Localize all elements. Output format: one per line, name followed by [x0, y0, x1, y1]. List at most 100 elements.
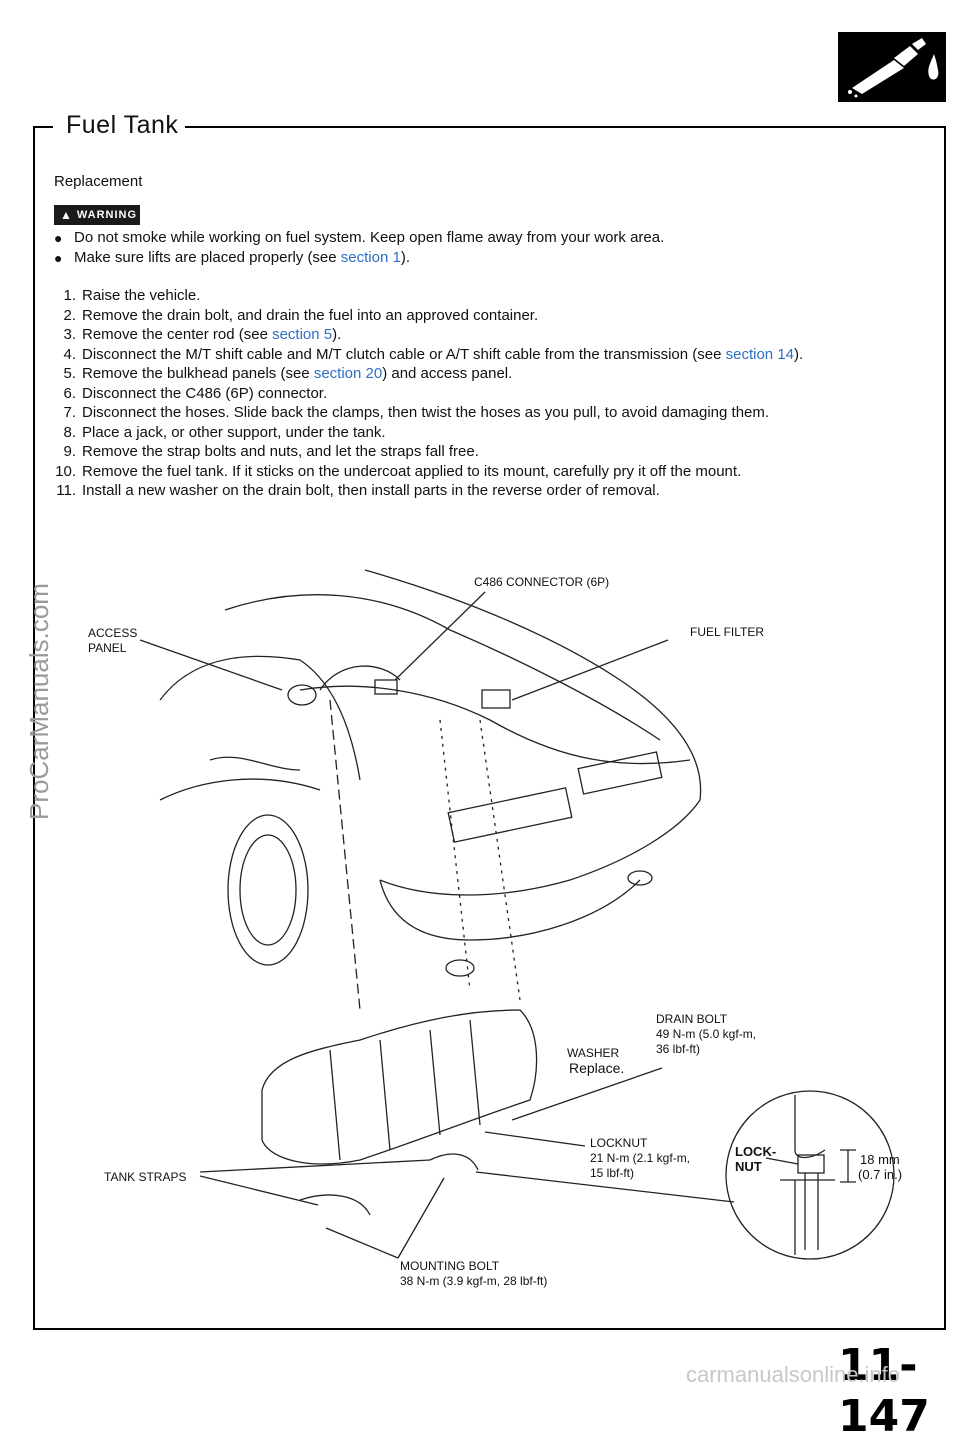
step-number: 11. — [56, 482, 76, 499]
step-text: Remove the drain bolt, and drain the fue… — [82, 306, 539, 324]
step-number: 10. — [55, 462, 76, 480]
step-number: 8. — [63, 423, 76, 441]
drain-bolt-callout-1: DRAIN BOLT — [656, 1012, 728, 1026]
tank-strap-left — [299, 1194, 371, 1216]
locknut-callout-3: 15 lbf-ft) — [590, 1166, 635, 1180]
section-5-link[interactable]: section 5 — [272, 326, 333, 343]
step-text: Disconnect the C486 (6P) connector. — [82, 384, 328, 402]
step-number: 2. — [63, 306, 76, 324]
mounting-bolt-callout-1: MOUNTING BOLT — [400, 1259, 500, 1273]
filler-neck — [209, 756, 301, 771]
access-panel-callout-1: ACCESS — [88, 626, 138, 640]
car-rear-window — [224, 594, 661, 741]
section-14-link[interactable]: section 14 — [725, 345, 795, 363]
guide-line — [439, 719, 471, 991]
detail-bracket — [794, 1095, 826, 1159]
bullet-icon: ● — [54, 250, 63, 266]
exhaust-right — [627, 870, 653, 886]
step-row: 6. Disconnect the C486 (6P) connector. — [48, 384, 908, 404]
section-1-link[interactable]: section 1 — [340, 249, 401, 266]
drain-bolt-callout-3: 36 lbf-ft) — [656, 1042, 701, 1056]
procedure-steps: 1.Raise the vehicle. 2. Remove the drain … — [48, 286, 908, 501]
watermark-bottom: carmanualsonline.info — [686, 1362, 901, 1387]
guide-line — [479, 719, 521, 1001]
warning-badge: ▲ WARNING — [54, 205, 140, 225]
warning-triangle-icon: ▲ — [60, 208, 73, 222]
step-number: 6. — [63, 384, 76, 402]
rear-wheel-inner — [239, 834, 297, 946]
drain-bolt-callout-2: 49 N-m (5.0 kgf-m, — [656, 1027, 757, 1041]
connector-callout: C486 CONNECTOR (6P) — [474, 575, 610, 589]
step-row: 10. Remove the fuel tank. If it sticks on… — [48, 462, 908, 482]
locknut-callout-2: 21 N-m (2.1 kgf-m, — [590, 1151, 691, 1165]
warning-item: ● Make sure lifts are placed properly (s… — [54, 248, 664, 268]
car-quarter-panel — [159, 655, 361, 781]
step-number: 9. — [63, 443, 76, 460]
step-row: 3.Remove the center rod (see section 5). — [48, 325, 908, 345]
step-number: 3. — [63, 326, 76, 343]
frame-top-right — [185, 126, 946, 128]
access-panel-part — [287, 684, 317, 706]
step-row: 7. Disconnect the hoses. Slide back the c… — [48, 403, 908, 423]
washer-callout-1: WASHER — [567, 1046, 620, 1060]
warning-text-after: ). — [400, 249, 411, 266]
step-text: Install a new washer on the drain bolt, … — [82, 482, 660, 499]
step-text: Disconnect the M/T shift cable and M/T c… — [82, 345, 726, 363]
tank-strap-right — [429, 1153, 479, 1171]
step-row: 4. Disconnect the M/T shift cable and M/T… — [48, 345, 908, 365]
guide-line — [329, 699, 361, 1011]
washer-callout-2: Replace. — [569, 1060, 625, 1076]
detail-dimension — [840, 1149, 856, 1183]
step-row: 2. Remove the drain bolt, and drain the f… — [48, 306, 908, 326]
step-number: 5. — [63, 365, 76, 382]
step-number: 7. — [63, 404, 76, 421]
warning-label: WARNING — [76, 209, 138, 221]
mounting-bolt-callout-2: 38 N-m (3.9 kgf-m, 28 lbf-ft) — [400, 1274, 548, 1288]
page-number: 11-147 — [838, 1340, 930, 1442]
fuel-tank-body — [261, 1009, 538, 1165]
tail-light-left — [447, 787, 573, 843]
step-text-after: ). — [332, 326, 342, 343]
step-number: 1. — [63, 287, 76, 304]
step-text: Remove the bulkhead panels (see — [82, 365, 314, 382]
detail-locknut-label-2: NUT — [735, 1159, 762, 1174]
step-text: Disconnect the hoses. Slide back the cla… — [82, 404, 770, 421]
frame-left — [33, 126, 35, 1330]
locknut-callout-1: LOCKNUT — [590, 1136, 648, 1150]
warning-text: Make sure lifts are placed properly (see — [74, 249, 341, 266]
tank-straps-callout: TANK STRAPS — [104, 1170, 187, 1184]
detail-dimension-1: 18 mm — [860, 1152, 900, 1167]
fuel-nozzle-icon — [838, 32, 946, 102]
car-rear-deck — [299, 685, 691, 765]
step-text: Place a jack, or other support, under th… — [82, 423, 386, 441]
connector-part — [374, 679, 398, 695]
bullet-icon: ● — [54, 230, 63, 246]
car-side-line — [159, 778, 321, 801]
watermark-side: ProCarManuals.com — [24, 583, 54, 820]
rear-wheel — [227, 814, 309, 966]
step-text: Remove the fuel tank. If it sticks on th… — [82, 462, 742, 480]
leader-fuel-filter — [511, 639, 669, 701]
tail-light-right — [577, 751, 663, 795]
leader-washer — [511, 1067, 663, 1121]
car-rear-lower — [379, 879, 641, 941]
fuel-tank-ribs — [329, 1019, 481, 1161]
leader-tank-straps-2 — [199, 1175, 319, 1206]
detail-locknut-label-1: LOCK- — [735, 1144, 777, 1159]
step-row: 9.Remove the strap bolts and nuts, and l… — [48, 442, 908, 462]
detail-lower-bracket — [780, 1179, 835, 1255]
step-row: 5. Remove the bulkhead panels (see sectio… — [48, 364, 908, 384]
exhaust-left — [445, 959, 475, 977]
leader-tank-straps-1 — [199, 1159, 431, 1173]
step-row: 1.Raise the vehicle. — [48, 286, 908, 306]
step-text-after: ). — [794, 345, 804, 363]
step-number: 4. — [63, 345, 76, 363]
section-20-link[interactable]: section 20 — [313, 365, 383, 382]
leader-to-detail — [475, 1171, 735, 1203]
warning-list: ● Do not smoke while working on fuel sys… — [54, 228, 664, 268]
leader-mounting-bolt-1 — [325, 1227, 399, 1259]
step-row: 11. Install a new washer on the drain bol… — [48, 481, 908, 501]
car-roof-outline — [364, 569, 702, 801]
leader-access-panel — [139, 639, 283, 691]
subtitle: Replacement — [54, 173, 143, 190]
